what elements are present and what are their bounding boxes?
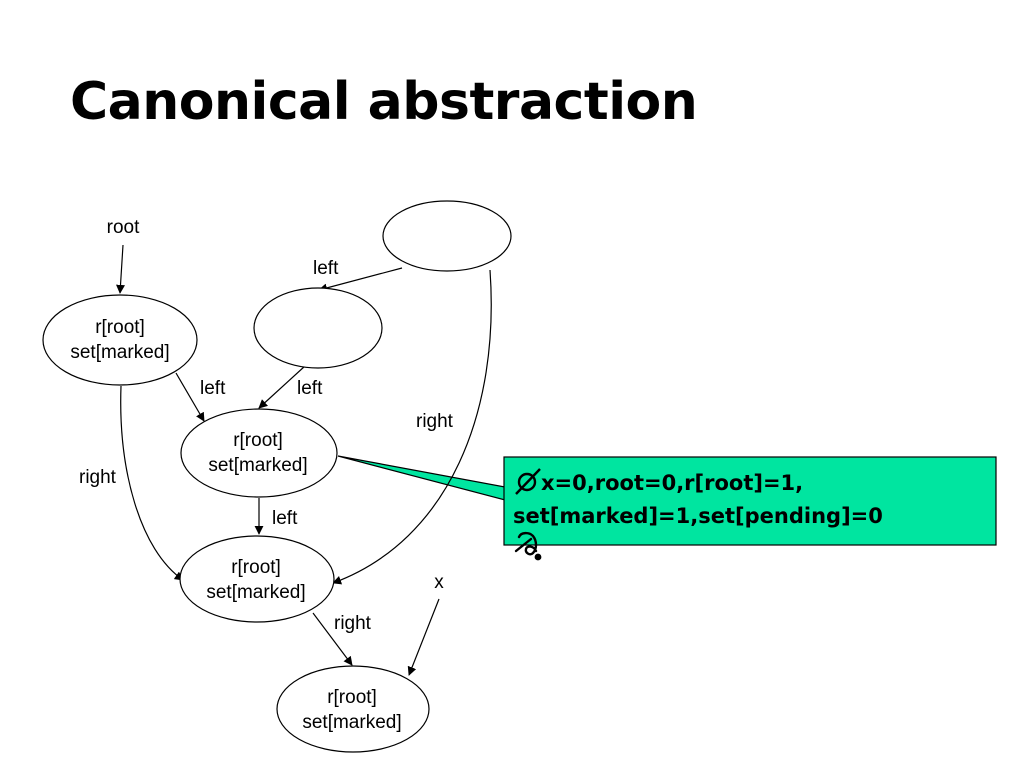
callout-box [503,456,997,546]
edge-s1-s2 [318,267,403,293]
node-1-label-1: r[root] [95,317,145,338]
edge-label-n1-n3: right [79,467,117,488]
empty-set-icon [515,468,541,495]
edge-n3-n4 [312,612,353,666]
scroll-icon [514,531,542,561]
node-1 [42,294,198,386]
callout-line-2: set[marked]=1,set[pending]=0 [513,504,883,528]
summary-node-top [382,200,512,272]
edge-s2-n2 [258,365,306,409]
node-3-label-1: r[root] [231,557,281,578]
callout-pointer [337,455,506,501]
node-2 [180,408,338,498]
edge-label-s1-s2: left [313,258,339,279]
x-pointer-edge [407,598,440,676]
edge-n1-n3 [120,385,184,581]
node-2-label-2: set[marked] [208,455,307,476]
callout-line-1: x=0,root=0,r[root]=1, [541,471,803,495]
node-4 [276,665,430,753]
node-1-label-2: set[marked] [70,342,169,363]
node-4-label-2: set[marked] [302,712,401,733]
root-pointer-edge [116,244,125,294]
node-2-label-1: r[root] [233,430,283,451]
x-pointer-label: x [434,572,444,593]
summary-node-middle [253,287,383,369]
edge-label-s2-n2: left [297,378,323,399]
edge-s1-n3 [332,269,492,585]
root-pointer-label: root [107,217,140,238]
slide-title: Canonical abstraction [70,72,698,132]
node-4-label-1: r[root] [327,687,377,708]
edge-label-s1-n3: right [416,411,454,432]
edge-label-n2-n3: left [272,508,298,529]
node-3 [179,535,335,623]
node-3-label-2: set[marked] [206,582,305,603]
edge-n1-n2 [175,372,205,422]
edge-label-n1-n2: left [200,378,226,399]
edge-label-n3-n4: right [334,613,372,634]
